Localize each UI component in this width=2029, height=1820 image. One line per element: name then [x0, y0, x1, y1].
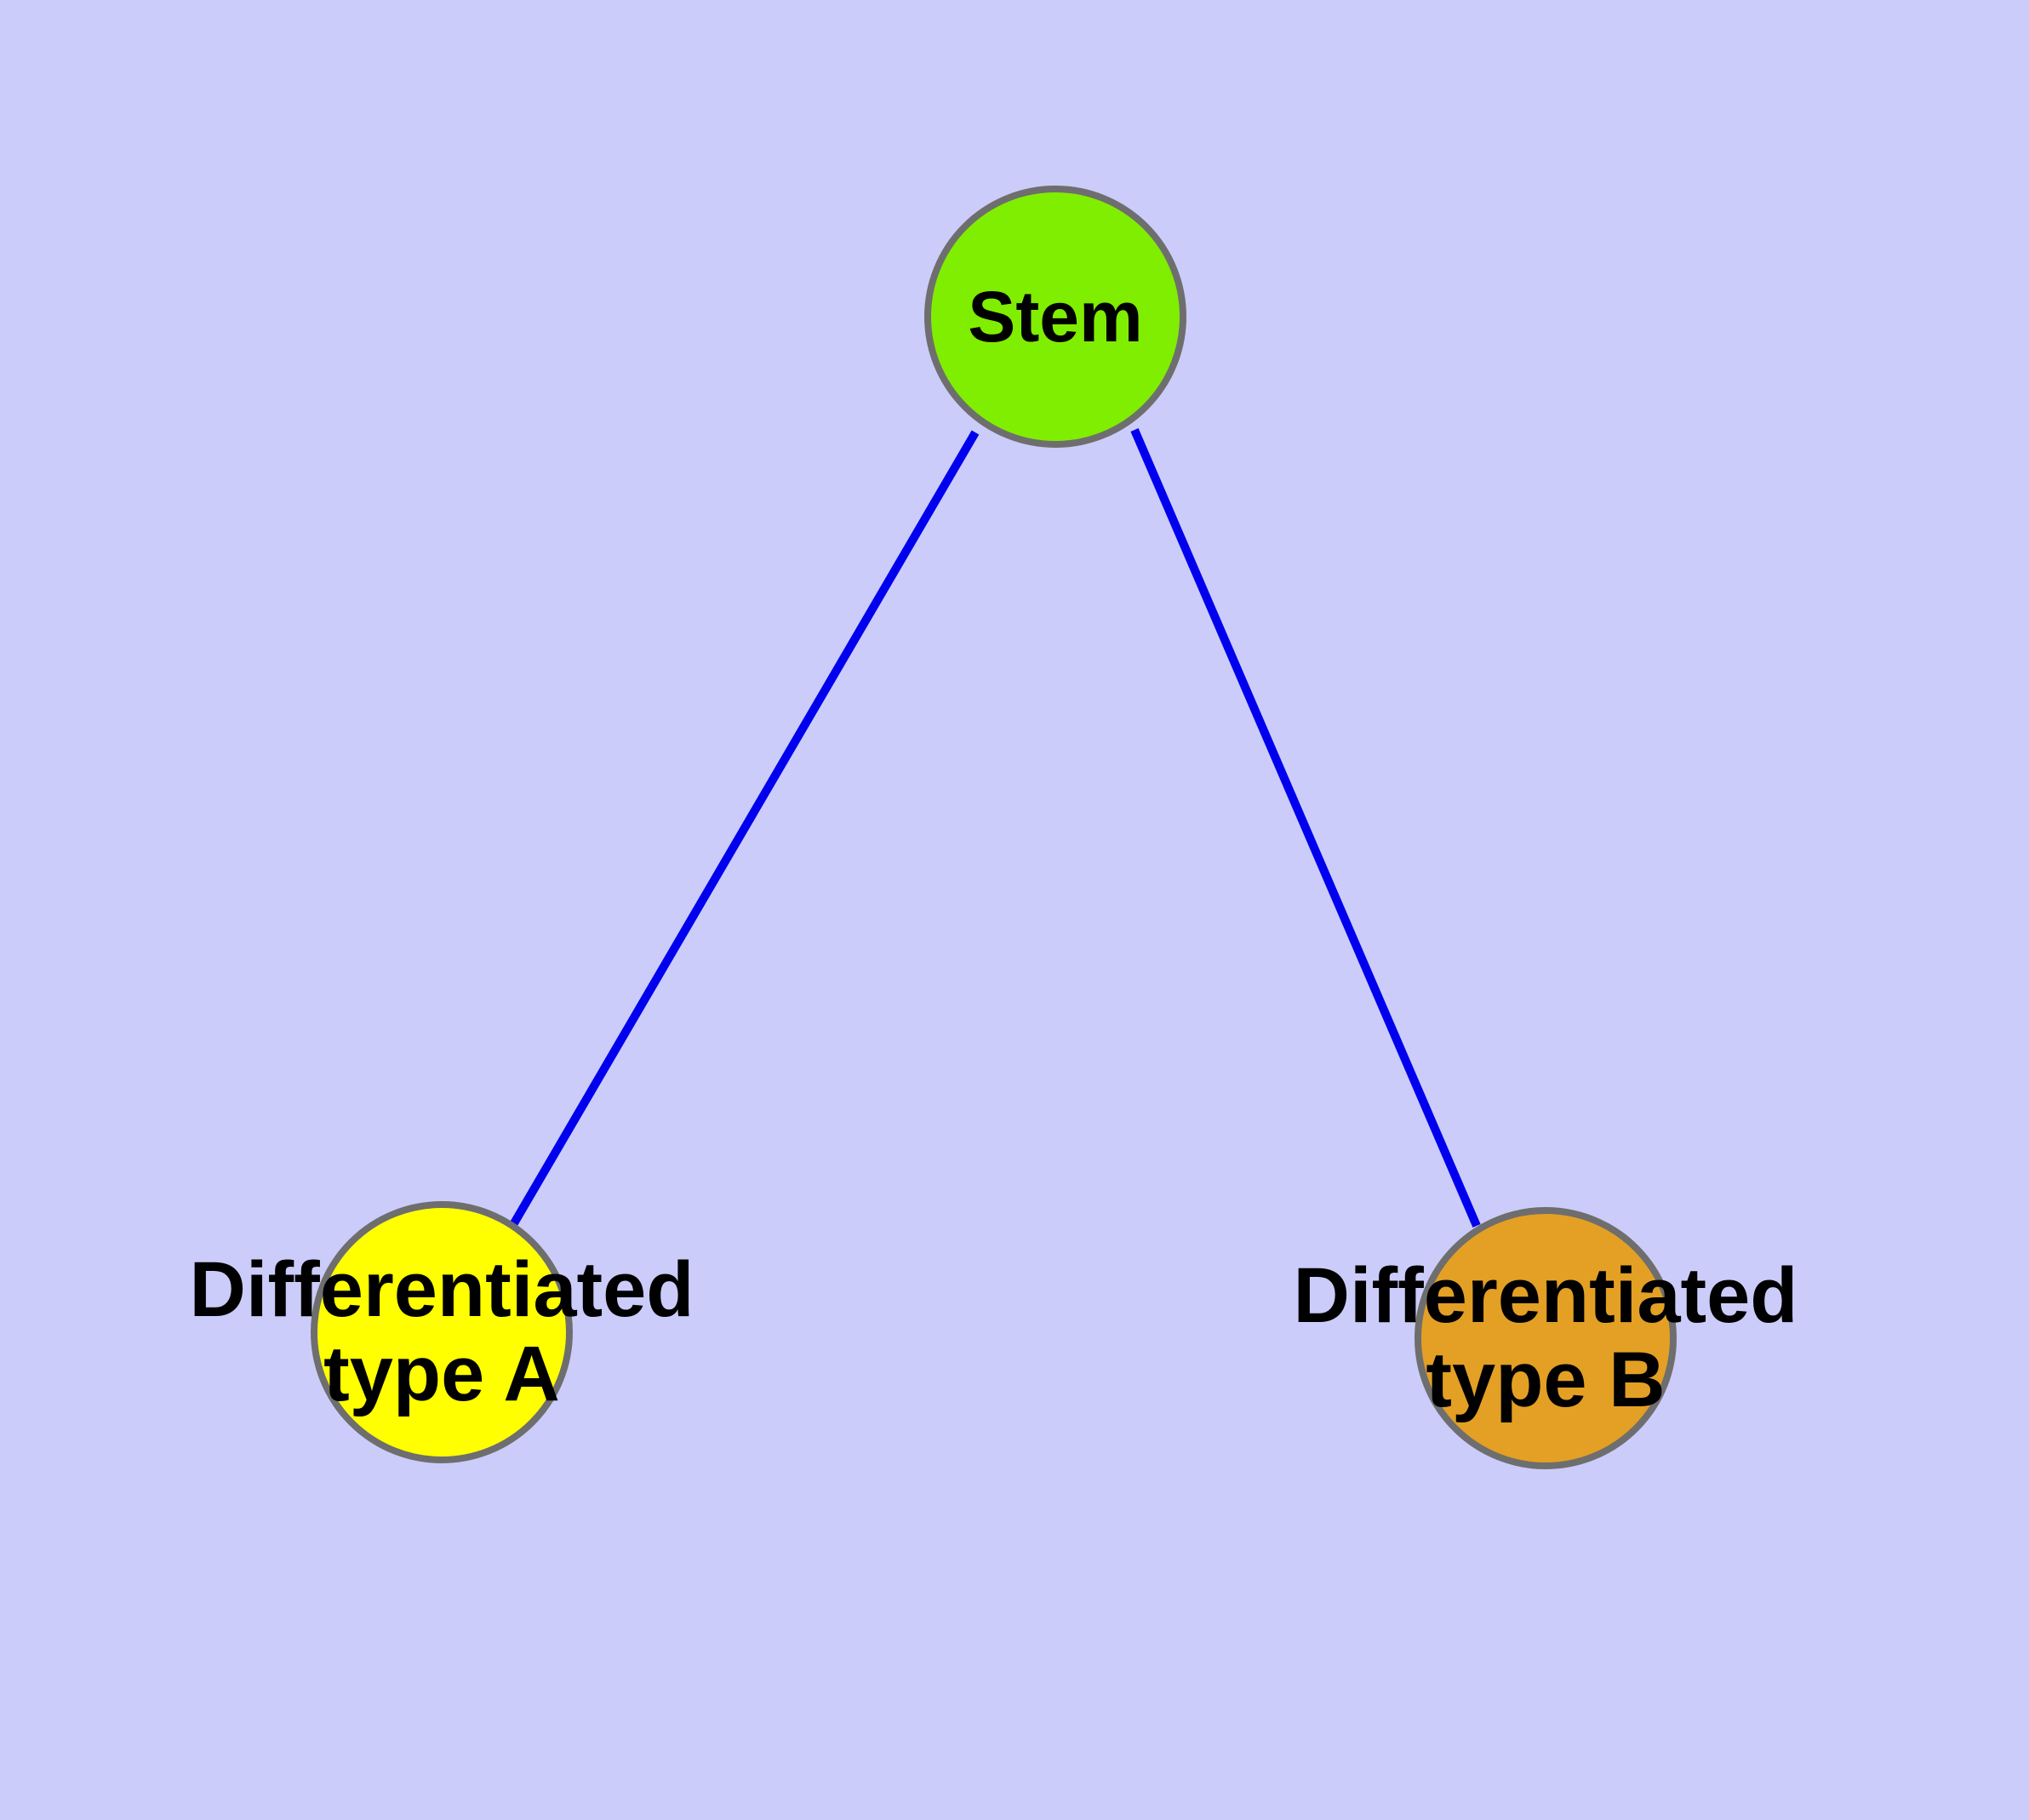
node-differentiated-type-b[interactable]: [1415, 1207, 1677, 1469]
edge-stem-to-type-a[interactable]: [510, 430, 980, 1226]
node-differentiated-type-a[interactable]: [311, 1201, 573, 1463]
node-stem[interactable]: [924, 186, 1186, 448]
edge-stem-to-type-b[interactable]: [1130, 428, 1481, 1228]
edge-group: [510, 428, 1481, 1228]
node-group: [311, 186, 1677, 1469]
